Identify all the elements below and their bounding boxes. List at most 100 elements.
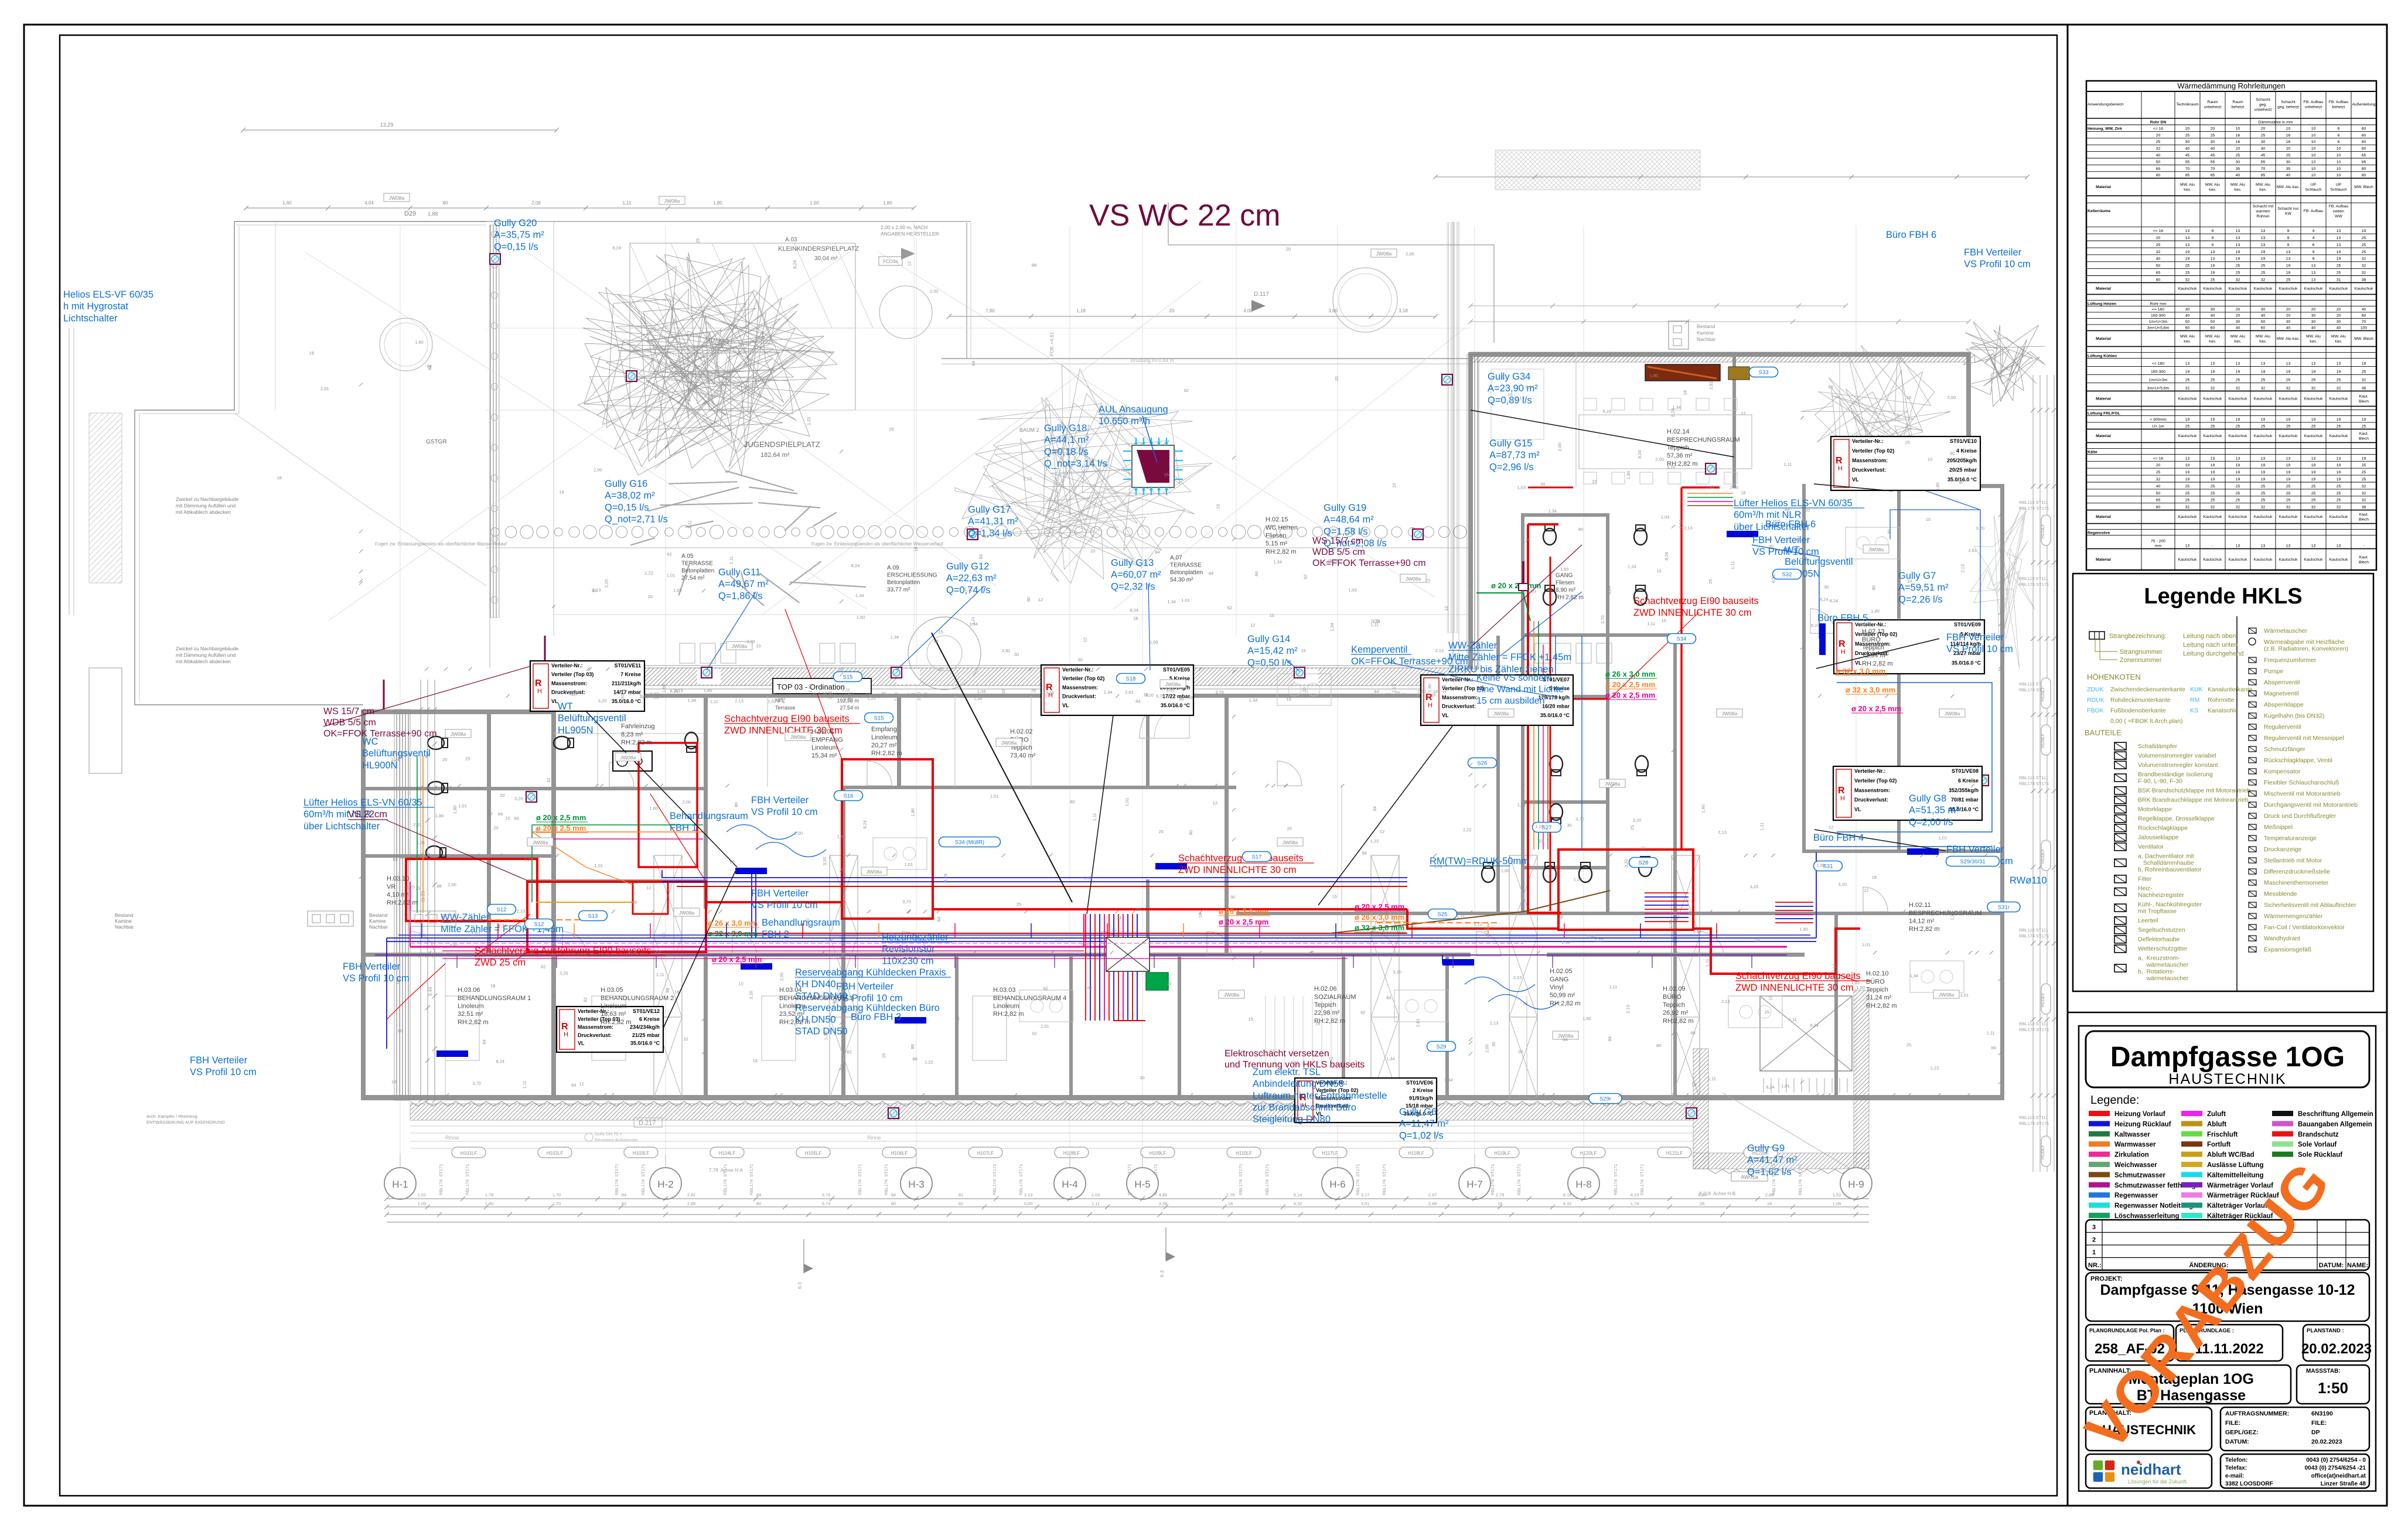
svg-text:MW. Alu: MW. Alu xyxy=(2306,335,2321,339)
svg-text:1,01: 1,01 xyxy=(1041,1024,1049,1029)
svg-text:Raum: Raum xyxy=(2232,100,2243,104)
svg-text:Massenstrom:: Massenstrom: xyxy=(1442,694,1478,700)
svg-text:Gully G20: Gully G20 xyxy=(494,218,537,228)
svg-text:20: 20 xyxy=(2156,236,2161,240)
svg-text:RH:2,82 m: RH:2,82 m xyxy=(1862,660,1893,667)
svg-text:12: 12 xyxy=(1038,597,1043,602)
svg-text:10: 10 xyxy=(1928,457,1932,462)
svg-text:Nachbar: Nachbar xyxy=(1697,336,1715,342)
svg-text:12: 12 xyxy=(543,926,547,932)
svg-text:2,81: 2,81 xyxy=(1290,1060,1299,1065)
svg-text:NR.:: NR.: xyxy=(2088,1262,2102,1269)
svg-text:13: 13 xyxy=(2337,243,2341,247)
svg-text:Schacht nur: Schacht nur xyxy=(2277,207,2299,211)
svg-text:30: 30 xyxy=(2311,320,2316,324)
svg-text:Gully G19: Gully G19 xyxy=(1324,503,1366,513)
svg-text:1,34: 1,34 xyxy=(1249,697,1258,702)
svg-text:10: 10 xyxy=(1656,568,1661,574)
svg-text:80: 80 xyxy=(487,811,492,816)
svg-text:RH:2,82 m: RH:2,82 m xyxy=(601,1019,632,1026)
svg-text:RH:2,82 m: RH:2,82 m xyxy=(458,1019,489,1026)
svg-text:BAUM 2: BAUM 2 xyxy=(1019,427,1039,433)
svg-text:8,24: 8,24 xyxy=(1820,597,1829,602)
svg-text:12: 12 xyxy=(571,692,575,697)
svg-text:2,81: 2,81 xyxy=(1969,548,1977,553)
svg-text:6: 6 xyxy=(2313,243,2315,247)
svg-text:Empfang: Empfang xyxy=(871,726,897,733)
svg-text:RBL113 ST111: RBL113 ST111 xyxy=(2019,500,2048,505)
svg-text:20: 20 xyxy=(2185,127,2190,131)
svg-text:2,81: 2,81 xyxy=(413,822,422,827)
svg-text:geg. beheizt: geg. beheizt xyxy=(2277,105,2299,110)
svg-text:3,80: 3,80 xyxy=(1328,308,1338,313)
svg-text:23,52 m²: 23,52 m² xyxy=(779,1011,805,1018)
svg-text:88: 88 xyxy=(1668,608,1673,613)
svg-text:2,00: 2,00 xyxy=(794,830,803,835)
svg-text:25: 25 xyxy=(2337,378,2341,382)
svg-text:1,60: 1,60 xyxy=(1501,868,1510,874)
svg-text:RH:2,82 m: RH:2,82 m xyxy=(1314,1018,1345,1025)
svg-text:WDB 5/5 cm: WDB 5/5 cm xyxy=(323,718,376,728)
svg-text:FBOK: FBOK xyxy=(2087,707,2104,714)
svg-text:Kautschuk: Kautschuk xyxy=(2329,397,2348,401)
svg-text:25: 25 xyxy=(2236,271,2240,275)
svg-text:FBH Verteiler: FBH Verteiler xyxy=(751,795,809,806)
svg-text:Kautschuk: Kautschuk xyxy=(2304,286,2323,291)
svg-text:ST01/VE12: ST01/VE12 xyxy=(633,1008,660,1014)
svg-text:H.02.11: H.02.11 xyxy=(1909,902,1931,909)
svg-text:8,24: 8,24 xyxy=(496,1059,505,1064)
svg-text:Kanalunterkante: Kanalunterkante xyxy=(2208,686,2253,693)
svg-text:Rohr DN: Rohr DN xyxy=(2150,121,2167,125)
svg-text:84: 84 xyxy=(971,361,976,366)
svg-text:Kanalsohle: Kanalsohle xyxy=(2208,707,2238,714)
svg-text:Montageplan 1OG: Montageplan 1OG xyxy=(2129,1371,2254,1387)
svg-text:1,11: 1,11 xyxy=(1609,984,1617,990)
svg-text:Kältemittelleitung: Kältemittelleitung xyxy=(2207,1172,2263,1179)
svg-text:234/234kg/h: 234/234kg/h xyxy=(630,1024,660,1030)
svg-text:H: H xyxy=(564,1031,568,1038)
svg-text:VL: VL xyxy=(1442,712,1449,718)
svg-text:Kautschuk: Kautschuk xyxy=(2204,558,2222,562)
svg-text:Kautschuk: Kautschuk xyxy=(2329,286,2348,291)
svg-text:Kautschuk: Kautschuk xyxy=(2229,286,2247,291)
svg-text:JW08a: JW08a xyxy=(1868,547,1884,552)
svg-text:1,11: 1,11 xyxy=(656,972,664,977)
svg-text:Legende:: Legende: xyxy=(2090,1094,2139,1107)
svg-text:15: 15 xyxy=(1315,1021,1320,1026)
svg-text:10: 10 xyxy=(1926,517,1931,522)
svg-text:2,00: 2,00 xyxy=(844,698,852,704)
svg-text:18,63 m²: 18,63 m² xyxy=(601,1011,626,1018)
svg-text:wärmetauscher: wärmetauscher xyxy=(2138,961,2189,968)
svg-text:9: 9 xyxy=(2212,243,2214,247)
svg-text:2,13: 2,13 xyxy=(1960,564,1965,573)
svg-text:57,36 m²: 57,36 m² xyxy=(1667,452,1693,459)
svg-text:3,17: 3,17 xyxy=(1361,1192,1370,1198)
svg-text:80: 80 xyxy=(2362,167,2366,171)
svg-text:1,03: 1,03 xyxy=(908,692,916,697)
svg-text:1,03: 1,03 xyxy=(673,588,682,593)
svg-text:Bestand: Bestand xyxy=(1697,323,1715,329)
svg-text:RBL113 ST111: RBL113 ST111 xyxy=(2019,576,2048,581)
svg-text:12: 12 xyxy=(447,784,452,790)
svg-text:40: 40 xyxy=(2236,173,2240,178)
svg-text:ø 26 x 3,0 mm: ø 26 x 3,0 mm xyxy=(1355,913,1404,922)
svg-text:1: 1 xyxy=(2092,1249,2096,1256)
svg-text:25: 25 xyxy=(2185,271,2190,275)
svg-text:1,80: 1,80 xyxy=(1706,484,1714,489)
svg-text:211/211kg/h: 211/211kg/h xyxy=(612,680,641,686)
svg-text:2,13: 2,13 xyxy=(1831,964,1837,973)
svg-text:Verteiler (Top 02): Verteiler (Top 02) xyxy=(1852,448,1894,453)
svg-text:ST01/VE05: ST01/VE05 xyxy=(1163,667,1190,673)
svg-text:H133LF: H133LF xyxy=(2041,687,2045,701)
svg-text:Volumenstromregler konstant: Volumenstromregler konstant xyxy=(2138,762,2218,769)
svg-text:Kälteträger Vorlauf: Kälteträger Vorlauf xyxy=(2207,1203,2267,1210)
svg-text:Regelklappe, Drosselklappe: Regelklappe, Drosselklappe xyxy=(2138,816,2215,823)
svg-text:35.0/16.0 °C: 35.0/16.0 °C xyxy=(1404,1111,1434,1117)
svg-text:AUFTRAGSNUMMER:: AUFTRAGSNUMMER: xyxy=(2225,1410,2289,1417)
svg-text:FB. Aufbau: FB. Aufbau xyxy=(2304,209,2324,213)
svg-text:Verteiler (Top 02): Verteiler (Top 02) xyxy=(1316,1087,1358,1093)
svg-text:50: 50 xyxy=(2211,320,2215,324)
svg-text:3,20: 3,20 xyxy=(822,857,827,866)
svg-text:Nachbar: Nachbar xyxy=(369,924,388,930)
svg-text:Differenzdruckmeßstelle: Differenzdruckmeßstelle xyxy=(2264,868,2330,875)
